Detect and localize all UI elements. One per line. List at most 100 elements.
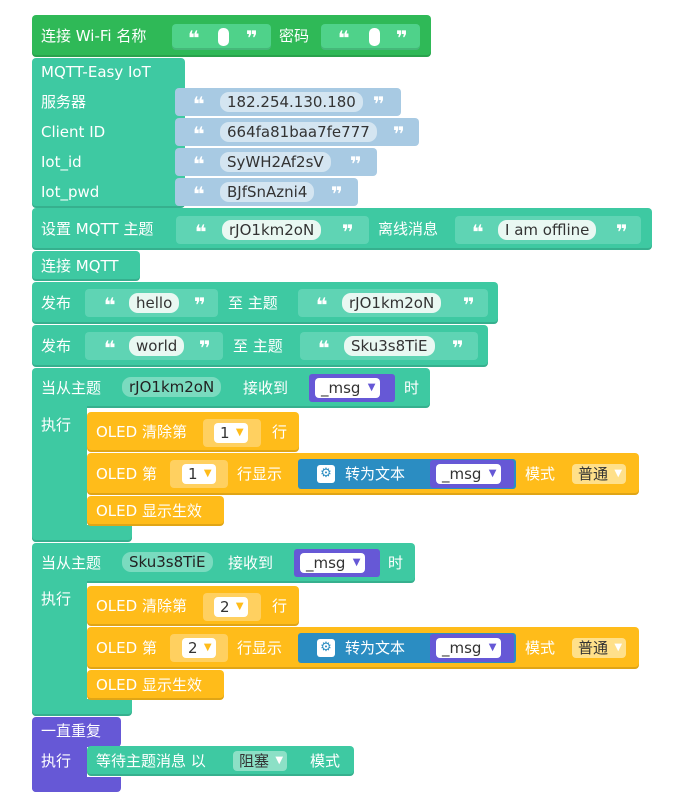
gear-icon[interactable]: ⚙ [317,639,335,657]
oled-clear-line-dropdown[interactable]: 1▼ [214,423,248,443]
mode-dropdown[interactable]: 普通▼ [572,638,627,658]
publish-to-label: 至 主题 [233,337,283,355]
publish-topic-input[interactable]: rJO1km2oN [342,293,442,313]
mqtt-iotid-label: Iot_id [41,153,82,171]
quote-close-icon: ❞ [199,336,211,360]
mqtt-setup-block[interactable] [32,58,185,208]
dropdown-arrow-icon: ▼ [614,642,623,653]
quote-close-icon: ❞ [616,220,628,244]
publish-to-label: 至 主题 [228,294,278,312]
line-value: 2 [188,639,198,657]
handler-var-block[interactable]: _msg▼ [294,549,380,577]
publish-msg-input[interactable]: world [129,336,185,356]
oled-show-prefix: OLED 第 [96,465,157,483]
to-text-var-block[interactable]: _msg ▼ [430,460,514,488]
mode-value: 普通 [578,465,609,483]
oled-show-label: 行显示 [237,465,283,483]
offline-label: 离线消息 [378,220,439,238]
to-text-var-block[interactable]: _msg▼ [430,634,514,662]
quote-open-icon: ❝ [316,293,328,317]
dropdown-arrow-icon: ▼ [235,427,244,438]
quote-open-icon: ❝ [338,26,350,50]
quote-open-icon: ❝ [472,220,484,244]
dropdown-arrow-icon: ▼ [352,557,361,568]
wait-label: 等待主题消息 以 [96,752,206,770]
oled-clear-label: OLED 清除第 [96,423,187,441]
var-name: _msg [321,379,361,397]
oled-apply-label: OLED 显示生效 [96,502,202,520]
oled-show-label: 行显示 [237,639,283,657]
oled-show-line-dropdown[interactable]: 1▼ [182,464,216,484]
mqtt-iotpwd-input[interactable]: BJfSnAzni4 [220,182,315,202]
wifi-pwd-input[interactable] [369,28,380,46]
var-name: _msg [442,465,482,483]
to-text-var-dropdown[interactable]: _msg▼ [436,638,502,658]
gear-icon[interactable]: ⚙ [317,465,335,483]
wait-mode-label: 模式 [310,752,341,770]
mqtt-server-input[interactable]: 182.254.130.180 [220,92,363,112]
loop-exec-label: 执行 [41,752,72,770]
handler-topic-field[interactable]: rJO1km2oN [122,377,222,397]
set-topic-input[interactable]: rJO1km2oN [222,220,322,240]
quote-open-icon: ❝ [193,152,205,176]
on-message-foot-1 [32,525,132,542]
receive-label: 接收到 [243,379,289,397]
publish-label: 发布 [41,337,72,355]
quote-close-icon: ❞ [342,220,354,244]
publish-msg-input[interactable]: hello [129,293,180,313]
when-topic-label: 当从主题 [41,379,102,397]
quote-open-icon: ❝ [104,336,116,360]
set-topic-label: 设置 MQTT 主题 [41,220,154,238]
mqtt-clientid-input[interactable]: 664fa81baa7fe777 [220,122,377,142]
oled-clear-line-dropdown[interactable]: 2▼ [214,597,248,617]
quote-close-icon: ❞ [246,26,258,50]
publish-topic-input[interactable]: Sku3s8TiE [344,336,435,356]
wait-mode-value: 阻塞 [239,752,270,770]
oled-apply-block-1[interactable] [87,496,224,526]
quote-close-icon: ❞ [373,92,385,116]
oled-apply-label: OLED 显示生效 [96,676,202,694]
handler-topic-field[interactable]: Sku3s8TiE [122,552,213,572]
handler-var-dropdown[interactable]: _msg▼ [300,553,366,573]
oled-clear-block-1[interactable] [87,412,299,452]
connect-mqtt-label: 连接 MQTT [41,257,119,275]
oled-clear-block-2[interactable] [87,586,299,626]
dropdown-arrow-icon: ▼ [275,755,284,766]
mqtt-iotpwd-label: Iot_pwd [41,183,100,201]
mqtt-clientid-label: Client ID [41,123,106,141]
offline-msg-input[interactable]: I am offline [498,220,597,240]
exec-label: 执行 [41,590,72,608]
handler-var-block[interactable]: _msg▼ [309,374,395,402]
on-message-foot-2 [32,699,132,716]
quote-open-icon: ❝ [104,293,116,317]
to-text-var-dropdown[interactable]: _msg ▼ [436,464,502,484]
when-topic-label: 当从主题 [41,554,102,572]
oled-show-line-dropdown[interactable]: 2▼ [182,638,216,658]
quote-close-icon: ❞ [331,182,343,206]
on-message-body-1 [32,405,87,542]
wifi-label: 连接 Wi-Fi 名称 [41,27,147,45]
dropdown-arrow-icon: ▼ [488,642,497,653]
connect-mqtt-block[interactable] [32,251,140,281]
dropdown-arrow-icon: ▼ [203,468,212,479]
forever-loop-block[interactable] [32,717,121,747]
quote-close-icon: ❞ [396,26,408,50]
time-label: 时 [388,554,404,572]
publish-label: 发布 [41,294,72,312]
mqtt-title: MQTT-Easy IoT [41,63,151,81]
forever-label: 一直重复 [41,722,102,740]
dropdown-arrow-icon: ▼ [614,468,623,479]
mode-dropdown[interactable]: 普通 ▼ [572,464,627,484]
handler-var-dropdown[interactable]: _msg▼ [315,378,381,398]
oled-show-prefix: OLED 第 [96,639,157,657]
wait-message-block[interactable] [87,746,354,776]
quote-close-icon: ❞ [194,293,206,317]
wifi-ssid-input[interactable] [218,28,229,46]
oled-line-unit: 行 [272,597,288,615]
mqtt-iotid-input[interactable]: SyWH2Af2sV [220,152,331,172]
oled-apply-block-2[interactable] [87,670,224,700]
wait-mode-dropdown[interactable]: 阻塞 ▼ [233,751,288,771]
quote-close-icon: ❞ [393,122,405,146]
quote-close-icon: ❞ [463,293,475,317]
dropdown-arrow-icon: ▼ [488,468,497,479]
